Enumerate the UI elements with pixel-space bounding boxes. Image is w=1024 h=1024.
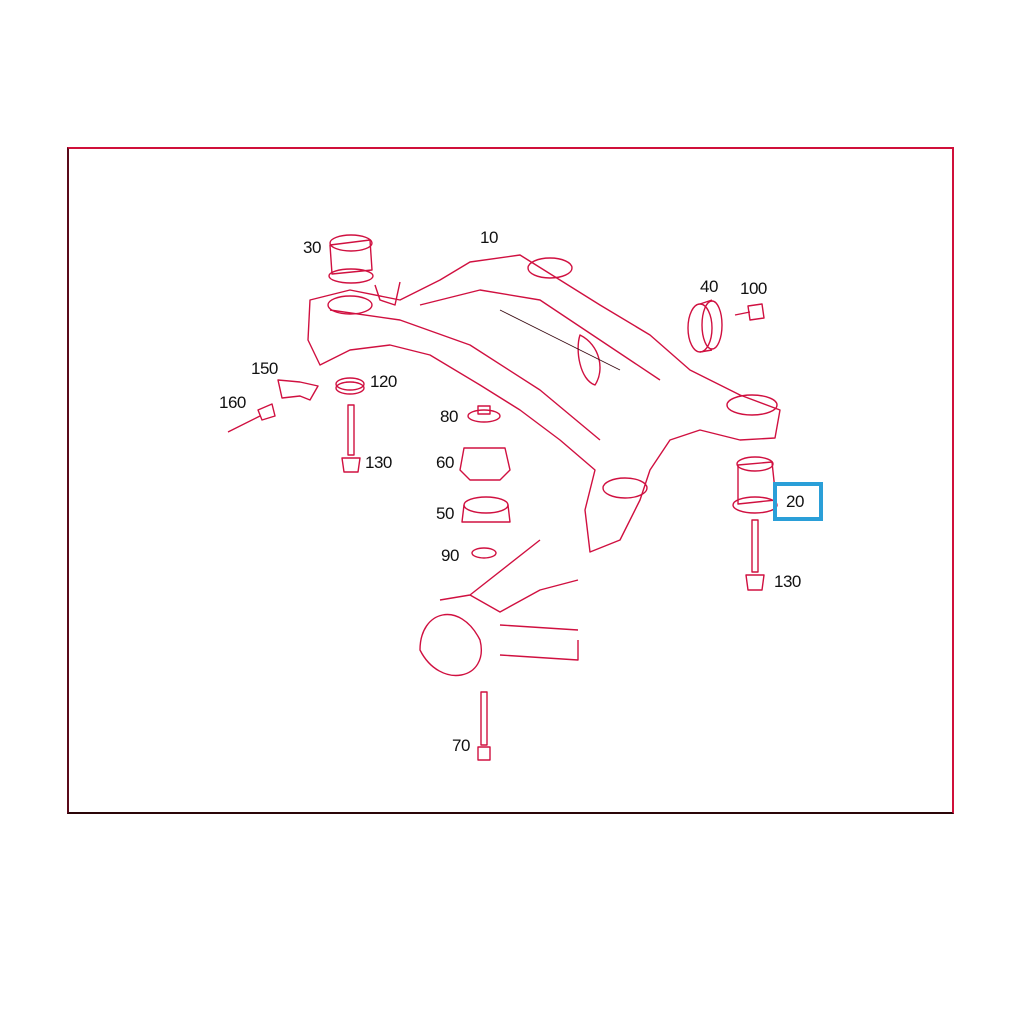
part-label-70[interactable]: 70 xyxy=(452,736,470,755)
part-30-drawing[interactable] xyxy=(328,234,374,284)
part-label-30[interactable]: 30 xyxy=(303,238,321,257)
part-60-drawing[interactable] xyxy=(459,447,511,481)
part-80-drawing[interactable] xyxy=(467,405,501,423)
part-20-drawing[interactable] xyxy=(732,456,778,514)
part-label-80[interactable]: 80 xyxy=(440,407,458,426)
part-70-drawing[interactable] xyxy=(477,691,491,761)
part-label-100[interactable]: 100 xyxy=(740,279,767,298)
part-label-120[interactable]: 120 xyxy=(370,372,397,391)
part-50-drawing[interactable] xyxy=(461,496,511,523)
part-label-50[interactable]: 50 xyxy=(436,504,454,523)
part-label-130-right[interactable]: 130 xyxy=(774,572,801,591)
part-label-20[interactable]: 20 xyxy=(786,492,804,511)
part-label-150[interactable]: 150 xyxy=(251,359,278,378)
part-label-160[interactable]: 160 xyxy=(219,393,246,412)
part-label-10[interactable]: 10 xyxy=(480,228,498,247)
part-120-drawing[interactable] xyxy=(335,377,365,395)
part-label-90[interactable]: 90 xyxy=(441,546,459,565)
highlight-box-part-20 xyxy=(773,482,823,521)
part-label-40[interactable]: 40 xyxy=(700,277,718,296)
part-90-drawing[interactable] xyxy=(471,547,497,559)
part-130-right-drawing[interactable] xyxy=(745,519,765,591)
wheel-carrier-drawing[interactable] xyxy=(419,539,579,677)
part-130-left-drawing[interactable] xyxy=(341,404,361,473)
part-label-130-left[interactable]: 130 xyxy=(365,453,392,472)
part-40-drawing[interactable] xyxy=(687,299,723,353)
diagram-frame xyxy=(67,147,954,814)
part-label-60[interactable]: 60 xyxy=(436,453,454,472)
axle-carrier-drawing[interactable] xyxy=(307,254,781,553)
part-160-drawing[interactable] xyxy=(227,403,276,433)
part-150-drawing[interactable] xyxy=(277,379,319,401)
part-100-drawing[interactable] xyxy=(734,303,765,321)
